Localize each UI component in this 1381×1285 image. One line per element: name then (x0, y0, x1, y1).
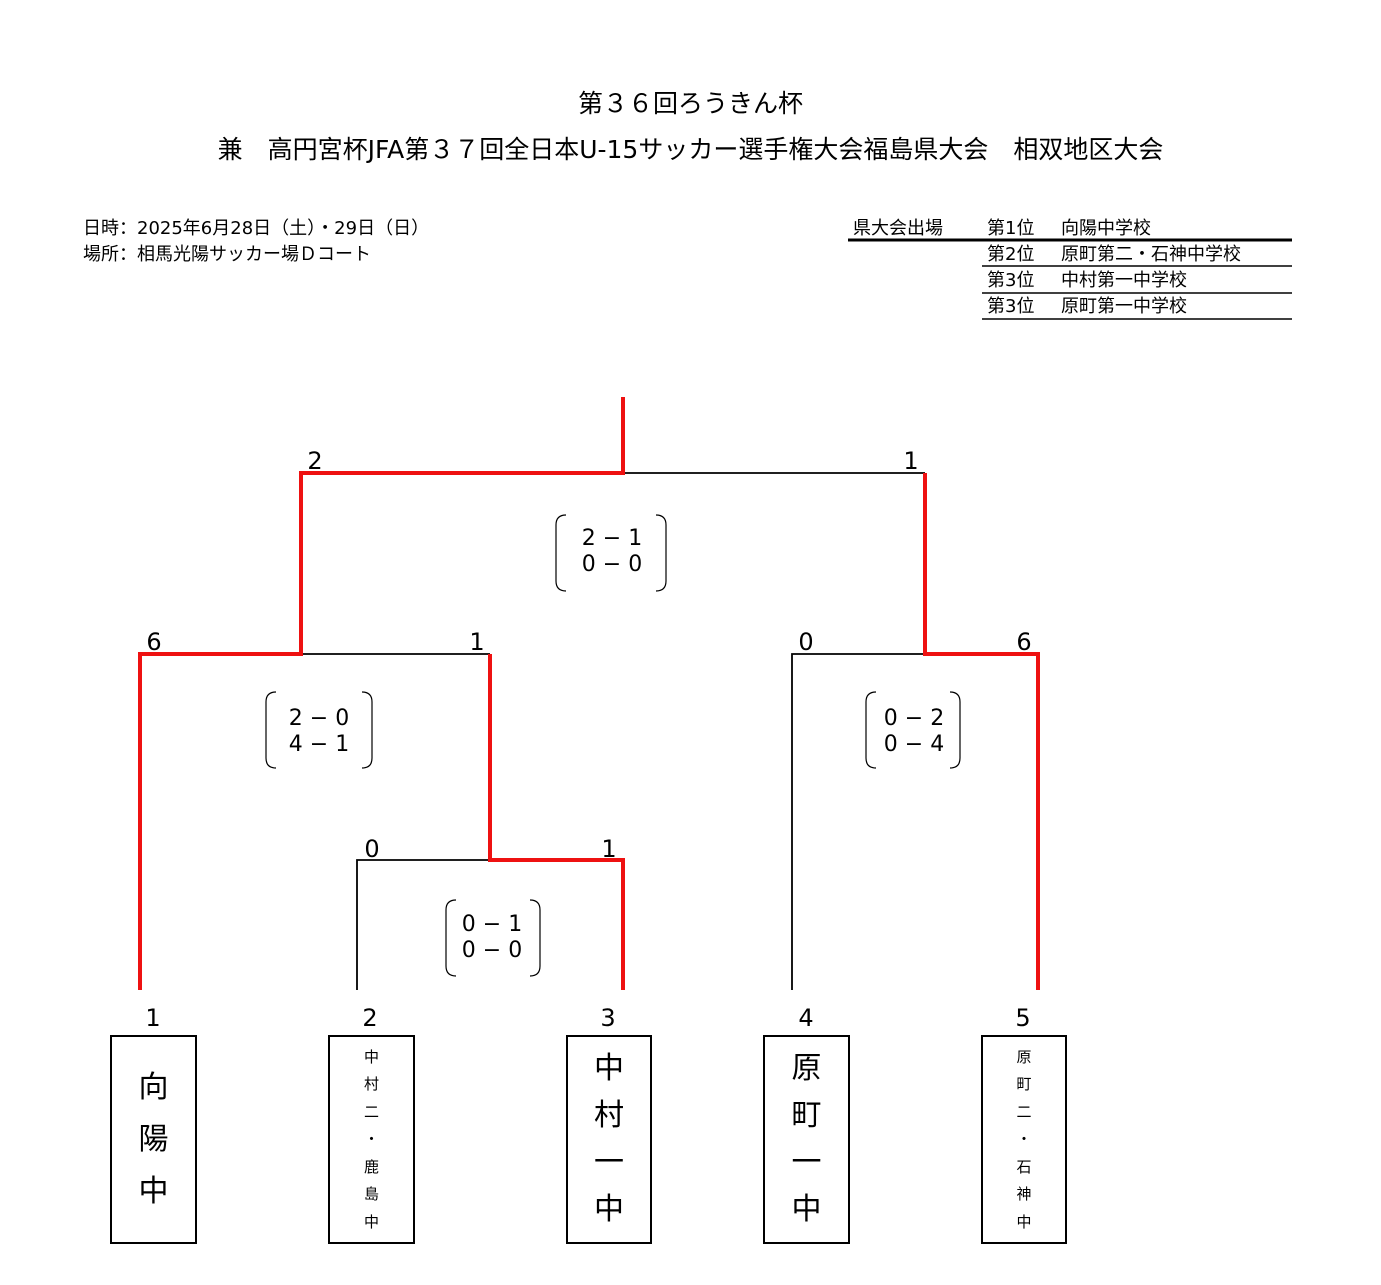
seed-number: 5 (1015, 1004, 1030, 1032)
team-name-char: 一 (791, 1145, 822, 1180)
team-name-char: 中 (138, 1173, 169, 1209)
team-name-char: 中 (363, 1047, 379, 1066)
halftime-m3: 0 − 2 0 − 4 (865, 691, 961, 769)
qualifier-rank: 第3位 (987, 296, 1035, 317)
halftime-m1: 0 − 1 0 − 0 (445, 899, 541, 977)
qualifiers-heading: 県大会出場 (853, 218, 943, 239)
team-name-char: 中 (791, 1192, 822, 1227)
halftime-score-2: 0 − 4 (884, 732, 944, 757)
team-box: 原 町 一 中 (763, 1035, 850, 1244)
score-m1-right: 1 (601, 835, 616, 863)
bracket-line-team2 (356, 859, 490, 990)
qualifier-school: 原町第一中学校 (1061, 296, 1187, 317)
team-name-char: 陽 (138, 1121, 169, 1157)
team-name-char: 二 (363, 1102, 379, 1121)
score-final-right: 1 (903, 447, 918, 475)
seed-number: 2 (362, 1004, 377, 1032)
team-box: 原 町 二 ・ 石 神 中 (981, 1035, 1067, 1244)
team-box: 中 村 二 ・ 鹿 島 中 (328, 1035, 415, 1244)
team-name-char: 島 (363, 1185, 379, 1203)
halftime-final: 2 − 1 0 − 0 (555, 514, 667, 592)
paren-right (361, 691, 373, 769)
halftime-score-2: 0 − 0 (582, 552, 642, 577)
halftime-score-1: 2 − 0 (289, 706, 349, 731)
team-name-char: 町 (1016, 1075, 1032, 1093)
score-m2-right: 1 (469, 628, 484, 656)
halftime-score-2: 0 − 0 (462, 938, 522, 963)
team-name-char: 原 (1016, 1047, 1032, 1066)
qualifier-school: 向陽中学校 (1061, 218, 1151, 239)
score-m1-left: 0 (364, 835, 379, 863)
page-title: 第３６回ろうきん杯 (577, 89, 803, 118)
halftime-score-1: 0 − 2 (884, 706, 944, 731)
team-name-char: 神 (1016, 1185, 1032, 1203)
winner-path-team5 (923, 473, 1040, 990)
team-name-char: ・ (1016, 1130, 1032, 1148)
team-name-char: 村 (594, 1098, 624, 1133)
halftime-m2: 2 − 0 4 − 1 (265, 691, 373, 769)
page-subtitle: 兼 高円宮杯JFA第３７回全日本U-15サッカー選手権大会福島県大会 相双地区大… (217, 135, 1164, 164)
bracket-line-team4 (791, 653, 925, 990)
team-name-char: 鹿 (363, 1157, 379, 1176)
team-name-char: 中 (1016, 1212, 1032, 1231)
qualifier-school: 中村第一中学校 (1061, 270, 1187, 291)
winner-path-team1 (138, 397, 625, 990)
team-box: 中 村 一 中 (566, 1035, 652, 1244)
team-box: 向 陽 中 (110, 1035, 197, 1244)
team-name-char: ・ (363, 1130, 379, 1148)
paren-left (265, 691, 277, 769)
score-m2-left: 6 (146, 628, 161, 656)
event-date: 日時：2025年6月28日（土）・29日（日） (83, 218, 430, 239)
team-name-char: 中 (594, 1192, 624, 1227)
seed-number: 1 (145, 1004, 160, 1032)
halftime-score-1: 2 − 1 (582, 526, 642, 551)
team-name-char: 原 (791, 1051, 822, 1086)
event-venue: 場所：相馬光陽サッカー場Ｄコート (83, 244, 371, 265)
halftime-score-2: 4 − 1 (289, 732, 349, 757)
paren-right (655, 514, 667, 592)
seed-number: 3 (600, 1004, 615, 1032)
paren-left (865, 691, 877, 769)
winner-path-team3 (488, 654, 625, 990)
seed-number: 4 (798, 1004, 813, 1032)
team-name-char: 一 (594, 1145, 624, 1180)
qualifier-rank: 第1位 (987, 218, 1035, 239)
team-name-char: 中 (363, 1212, 379, 1231)
team-name-char: 村 (363, 1075, 379, 1093)
team-name-char: 中 (594, 1051, 624, 1086)
team-name-char: 二 (1016, 1102, 1032, 1121)
score-m3-left: 0 (798, 628, 813, 656)
paren-right (529, 899, 541, 977)
paren-right (949, 691, 961, 769)
score-m3-right: 6 (1016, 628, 1031, 656)
qualifier-rank: 第3位 (987, 270, 1035, 291)
paren-left (445, 899, 457, 977)
qualifier-rank: 第2位 (987, 244, 1035, 265)
team-name-char: 石 (1016, 1157, 1032, 1176)
team-name-char: 向 (138, 1069, 169, 1105)
halftime-score-1: 0 − 1 (462, 912, 522, 937)
qualifier-school: 原町第二・石神中学校 (1061, 244, 1241, 265)
paren-left (555, 514, 567, 592)
team-name-char: 町 (791, 1098, 822, 1133)
score-final-left: 2 (307, 447, 322, 475)
